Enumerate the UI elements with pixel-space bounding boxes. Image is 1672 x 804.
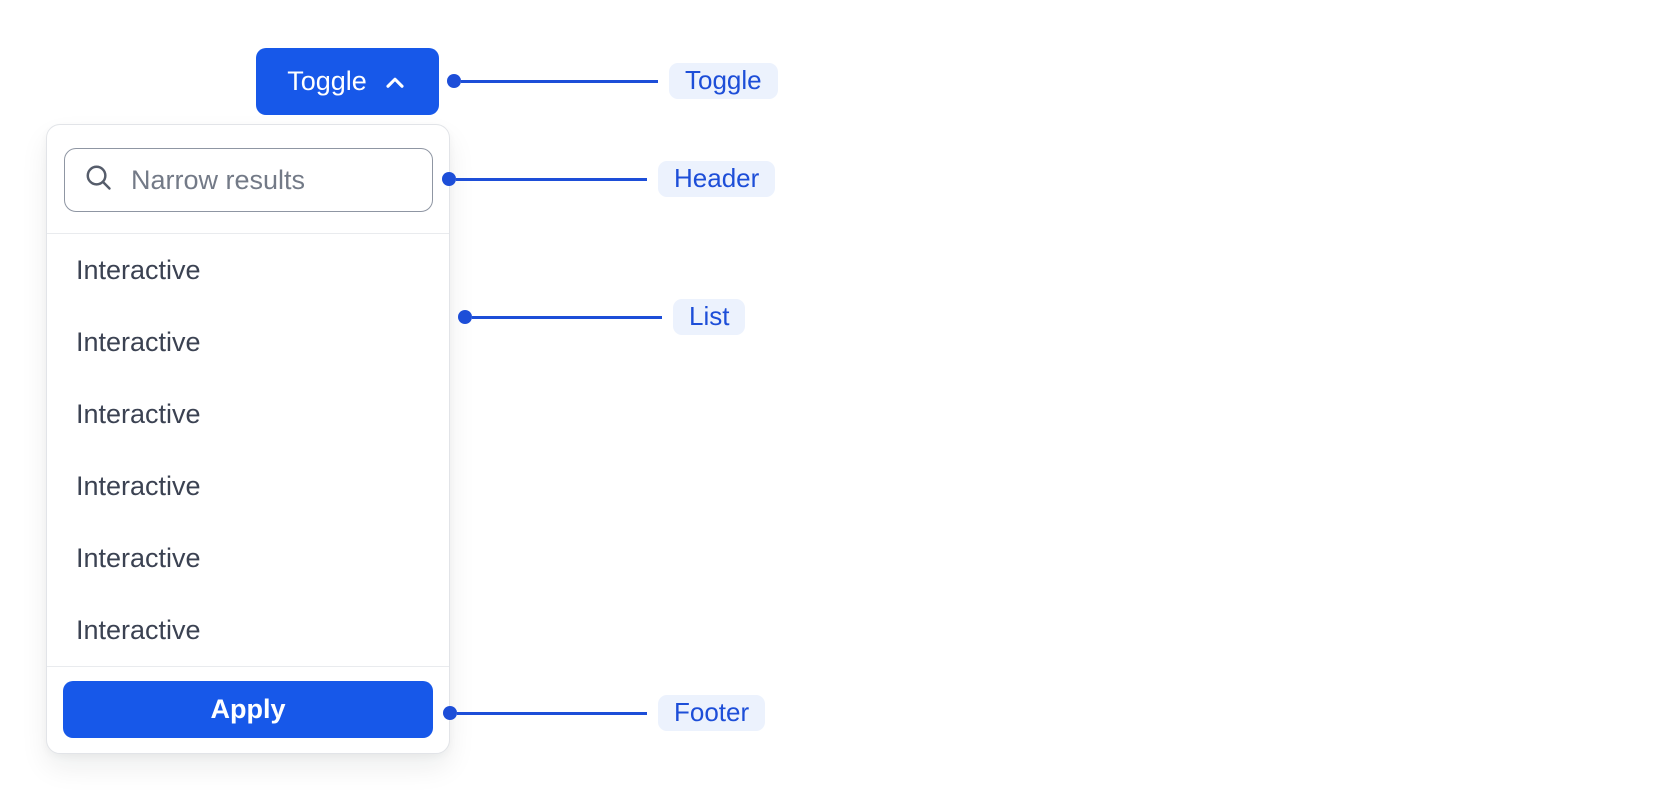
callout-header: Header: [442, 161, 776, 197]
callout-line: [457, 711, 647, 715]
dropdown-panel: Interactive Interactive Interactive Inte…: [46, 124, 450, 754]
list-item[interactable]: Interactive: [76, 398, 201, 429]
callout-footer: Footer: [443, 695, 766, 731]
options-list: Interactive Interactive Interactive Inte…: [47, 234, 449, 666]
chevron-up-icon: [382, 68, 408, 96]
callout-toggle: Toggle: [447, 63, 778, 99]
search-icon: [83, 162, 114, 198]
list-item[interactable]: Interactive: [76, 542, 201, 573]
callout-label: Footer: [658, 695, 766, 731]
callout-line: [456, 177, 647, 181]
list-item[interactable]: Interactive: [76, 254, 201, 285]
callout-line: [461, 79, 658, 83]
search-box[interactable]: [64, 148, 433, 212]
search-input[interactable]: [131, 164, 414, 196]
callout-list: List: [458, 299, 746, 335]
panel-footer: Apply: [47, 666, 449, 753]
list-item[interactable]: Interactive: [76, 470, 201, 501]
list-item[interactable]: Interactive: [76, 326, 201, 357]
callout-label: Toggle: [669, 63, 778, 99]
callout-label: List: [673, 299, 746, 335]
list-item[interactable]: Interactive: [76, 614, 201, 645]
callout-line: [472, 315, 662, 319]
toggle-button[interactable]: Toggle: [256, 48, 439, 115]
callout-dot: [447, 74, 461, 88]
callout-dot: [443, 706, 457, 720]
apply-button[interactable]: Apply: [63, 681, 433, 738]
callout-dot: [458, 310, 472, 324]
callout-label: Header: [658, 161, 776, 197]
callout-dot: [442, 172, 456, 186]
panel-header: [47, 125, 449, 234]
toggle-button-label: Toggle: [287, 66, 367, 96]
